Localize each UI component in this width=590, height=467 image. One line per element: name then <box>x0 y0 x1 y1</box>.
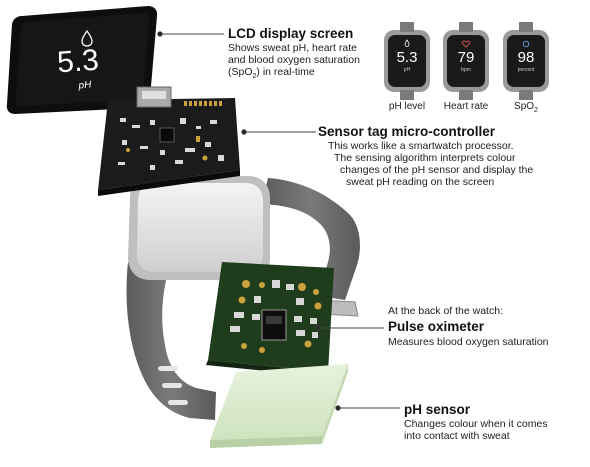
leader-dot <box>241 129 247 135</box>
watch-screen-glass <box>137 183 263 272</box>
pulse-oximeter-board <box>206 262 334 377</box>
mini-watch-spo2-value: 98 <box>517 49 535 66</box>
ph-sensor-desc-2: into contact with sweat <box>404 430 510 442</box>
ph-sensor-pad <box>210 364 348 448</box>
strap-hole <box>168 400 188 405</box>
heart-icon <box>461 40 471 48</box>
controller-title: Sensor tag micro-controller <box>318 124 496 139</box>
mini-watch-hr-value: 79 <box>457 49 475 66</box>
oximeter-desc: Measures blood oxygen saturation <box>388 336 549 348</box>
lcd-reading-value: 5.3 <box>56 43 100 80</box>
lcd-display-screen <box>6 6 158 114</box>
leader-dot <box>335 405 341 411</box>
leader-dot <box>315 325 321 331</box>
gold-header-pins <box>184 101 222 106</box>
lcd-desc-3: (SpO2) in real-time <box>228 66 315 81</box>
lcd-reading-unit: pH <box>78 79 92 92</box>
lcd-desc-1: Shows sweat pH, heart rate <box>228 42 357 54</box>
strap-hole <box>162 383 182 388</box>
lcd-title: LCD display screen <box>228 26 354 41</box>
ph-sensor-desc-1: Changes colour when it comes <box>404 418 548 430</box>
mini-watch-heart-rate <box>443 22 489 100</box>
oximeter-chip <box>261 309 287 341</box>
mini-watch-spo2-unit: percent <box>517 67 535 73</box>
watch-strap-upper <box>262 178 360 300</box>
mini-watch-ph-value: 5.3 <box>396 49 418 66</box>
strap-hole <box>158 366 178 371</box>
oximeter-title: Pulse oximeter <box>388 319 485 334</box>
controller-desc-3: changes of the pH sensor and display the <box>340 164 534 176</box>
controller-desc-1: This works like a smartwatch processor. <box>328 140 514 152</box>
lcd-desc-2: and blood oxygen saturation <box>228 54 360 66</box>
mini-watch-ph-label: pH level <box>388 101 426 112</box>
oxygen-icon <box>522 40 530 48</box>
controller-desc-4: sweat pH reading on the screen <box>346 176 495 188</box>
leader-dot <box>157 31 163 37</box>
mini-watch-hr-unit: bpm <box>461 67 471 73</box>
oximeter-intro: At the back of the watch: <box>388 305 503 317</box>
watch-strap-lower <box>126 262 216 420</box>
mini-watch-ph-unit: pH <box>403 67 411 73</box>
mini-watch-spo2-label: SpO2 <box>514 101 538 114</box>
drop-icon <box>404 39 410 47</box>
mini-watch-spo2 <box>503 22 549 100</box>
drop-icon <box>81 29 93 47</box>
mini-watch-ph <box>384 22 430 100</box>
ph-sensor-title: pH sensor <box>404 402 471 417</box>
mini-watch-hr-label: Heart rate <box>443 101 489 112</box>
microcontroller-board <box>98 86 240 196</box>
controller-desc-2: The sensing algorithm interprets colour <box>334 152 516 164</box>
